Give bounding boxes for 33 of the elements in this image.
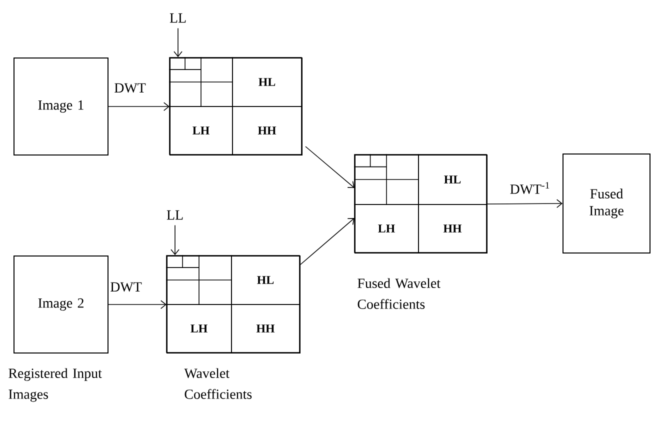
subband-label: LL: [170, 13, 186, 23]
subband-label: LL: [166, 210, 183, 220]
edge-label: DWT: [110, 282, 142, 292]
subband-cell: HL: [418, 154, 487, 205]
coefficient-grid: [170, 58, 302, 156]
arrow: [170, 224, 180, 256]
subband-cell: LH: [166, 304, 232, 353]
image-box: Image 2: [14, 256, 108, 354]
image-box: Image 1: [14, 58, 108, 156]
edge-label: DWT: [114, 83, 146, 93]
subband-cell: LH: [169, 106, 233, 155]
subband-cell: [166, 254, 232, 306]
subband-cell: [354, 154, 420, 206]
node-label: Registered Input Images: [8, 368, 102, 402]
coefficient-grid: [166, 256, 300, 354]
image-box: Fused Image: [562, 154, 650, 254]
coefficient-grid: [354, 154, 488, 254]
subband-cell: [168, 56, 234, 108]
subband-cell: HH: [231, 304, 300, 353]
node-label: Wavelet Coefficients: [184, 368, 252, 399]
subband-cell: HH: [232, 106, 302, 155]
arrow: [108, 102, 170, 111]
subband-cell: LH: [354, 204, 419, 253]
arrow: [108, 300, 166, 309]
edge-label: DWT$^{-1}$: [510, 182, 550, 194]
subband-cell: HH: [418, 204, 487, 253]
arrow: [174, 28, 182, 58]
node-label: Fused Wavelet Coefficients: [358, 278, 440, 309]
subband-cell: HL: [232, 57, 302, 107]
arrow: [487, 199, 562, 208]
arrow: [300, 218, 354, 265]
arrow: [305, 146, 354, 188]
subband-cell: HL: [231, 255, 300, 305]
